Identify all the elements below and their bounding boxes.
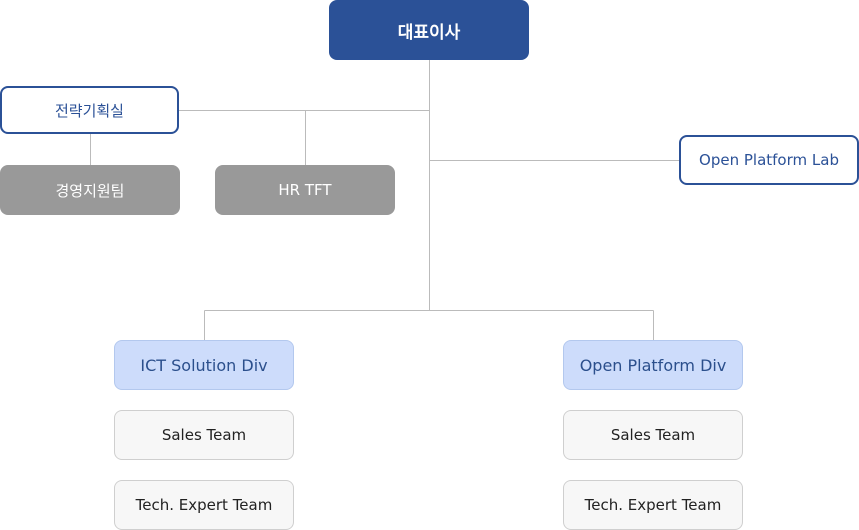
open-platform-div-box: Open Platform Div — [563, 340, 743, 390]
ict-sales-team-box: Sales Team — [114, 410, 294, 460]
ict-tech-expert-team-box: Tech. Expert Team — [114, 480, 294, 530]
opd-tech-expert-team-box: Tech. Expert Team — [563, 480, 743, 530]
ceo-box: 대표이사 — [329, 0, 529, 60]
ict-solution-div-box: ICT Solution Div — [114, 340, 294, 390]
hr-tft-box: HR TFT — [215, 165, 395, 215]
strategy-office-box: 전략기획실 — [0, 86, 179, 134]
management-support-team-box: 경영지원팀 — [0, 165, 180, 215]
opd-sales-team-box: Sales Team — [563, 410, 743, 460]
open-platform-lab-box: Open Platform Lab — [679, 135, 859, 185]
